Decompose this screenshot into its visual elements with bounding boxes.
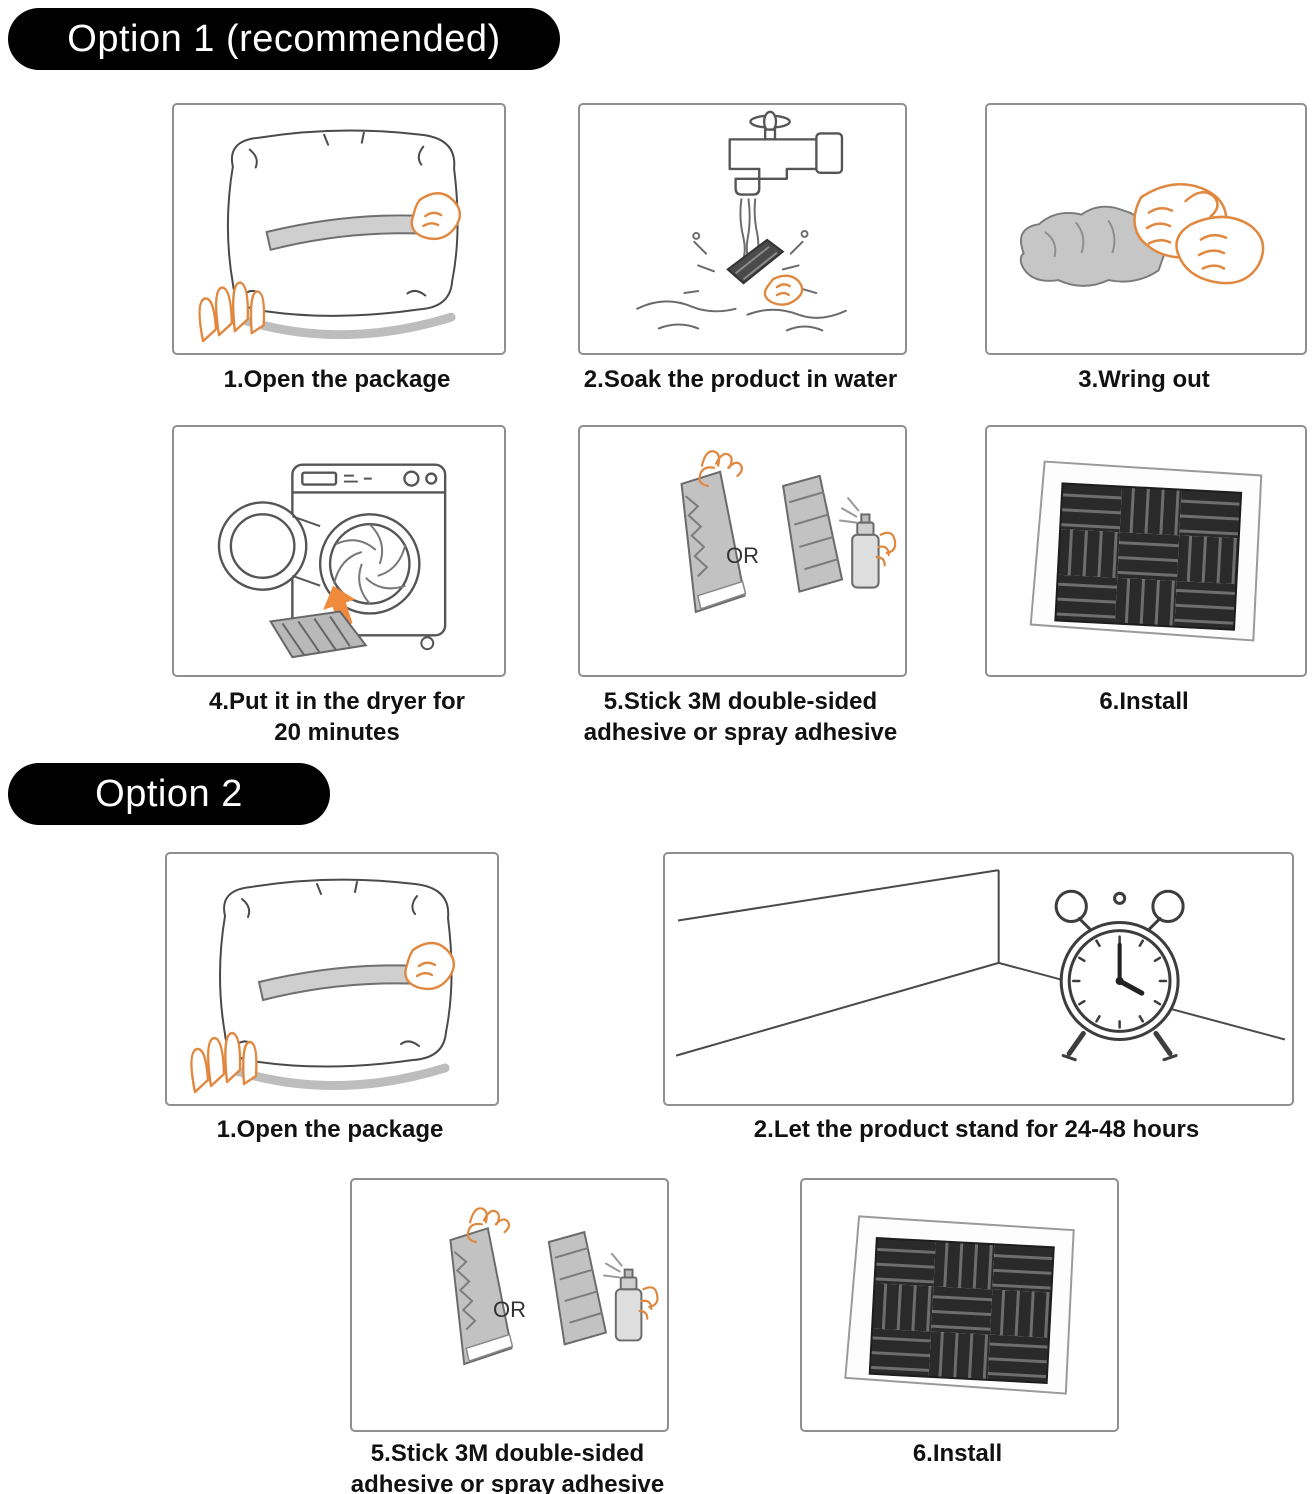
orange-arrow-icon bbox=[323, 585, 356, 628]
step-box-soak bbox=[578, 103, 907, 355]
step-box-adhesive-1: OR bbox=[578, 425, 907, 677]
step-caption: 1.Open the package bbox=[216, 1116, 444, 1143]
adhesive-icon bbox=[449, 1207, 659, 1366]
step-caption: 4.Put it in the dryer for 20 minutes bbox=[208, 688, 466, 746]
or-label: OR bbox=[493, 1297, 526, 1322]
soak-water-icon bbox=[636, 110, 847, 332]
step-caption: 6.Install bbox=[1099, 688, 1189, 715]
step-caption: 3.Wring out bbox=[1078, 366, 1210, 393]
option1-title: Option 1 (recommended) bbox=[67, 17, 501, 60]
install-panel-icon bbox=[844, 1215, 1075, 1395]
wring-out-icon bbox=[1019, 183, 1265, 287]
step-caption: 6.Install bbox=[912, 1440, 1003, 1467]
open-package-icon bbox=[198, 129, 462, 343]
step-caption: 5.Stick 3M double-sided adhesive or spra… bbox=[583, 688, 898, 746]
step-box-install-1 bbox=[985, 425, 1307, 677]
step-caption: 2.Soak the product in water bbox=[583, 366, 898, 393]
spray-can-icon bbox=[851, 513, 880, 589]
step-box-open-package-1 bbox=[172, 103, 506, 355]
adhesive-icon bbox=[680, 450, 897, 614]
step-caption: 2.Let the product stand for 24-48 hours bbox=[753, 1116, 1200, 1143]
step-caption: 5.Stick 3M double-sided adhesive or spra… bbox=[350, 1440, 665, 1494]
step-box-adhesive-2: OR bbox=[350, 1178, 669, 1432]
step-caption: 1.Open the package bbox=[223, 366, 451, 393]
spray-can-icon bbox=[614, 1268, 643, 1342]
clock-room-icon bbox=[675, 869, 1286, 1062]
dryer-icon bbox=[217, 463, 447, 659]
open-package-icon bbox=[190, 878, 455, 1094]
option2-header: Option 2 bbox=[8, 763, 330, 825]
step-box-stand bbox=[663, 852, 1294, 1106]
step-box-install-2 bbox=[800, 1178, 1119, 1432]
install-panel-icon bbox=[1029, 460, 1263, 642]
or-label: OR bbox=[726, 542, 759, 568]
option1-header: Option 1 (recommended) bbox=[8, 8, 560, 70]
option2-title: Option 2 bbox=[95, 772, 243, 815]
step-box-dryer bbox=[172, 425, 506, 677]
step-box-wring bbox=[985, 103, 1307, 355]
step-box-open-package-2 bbox=[165, 852, 499, 1106]
